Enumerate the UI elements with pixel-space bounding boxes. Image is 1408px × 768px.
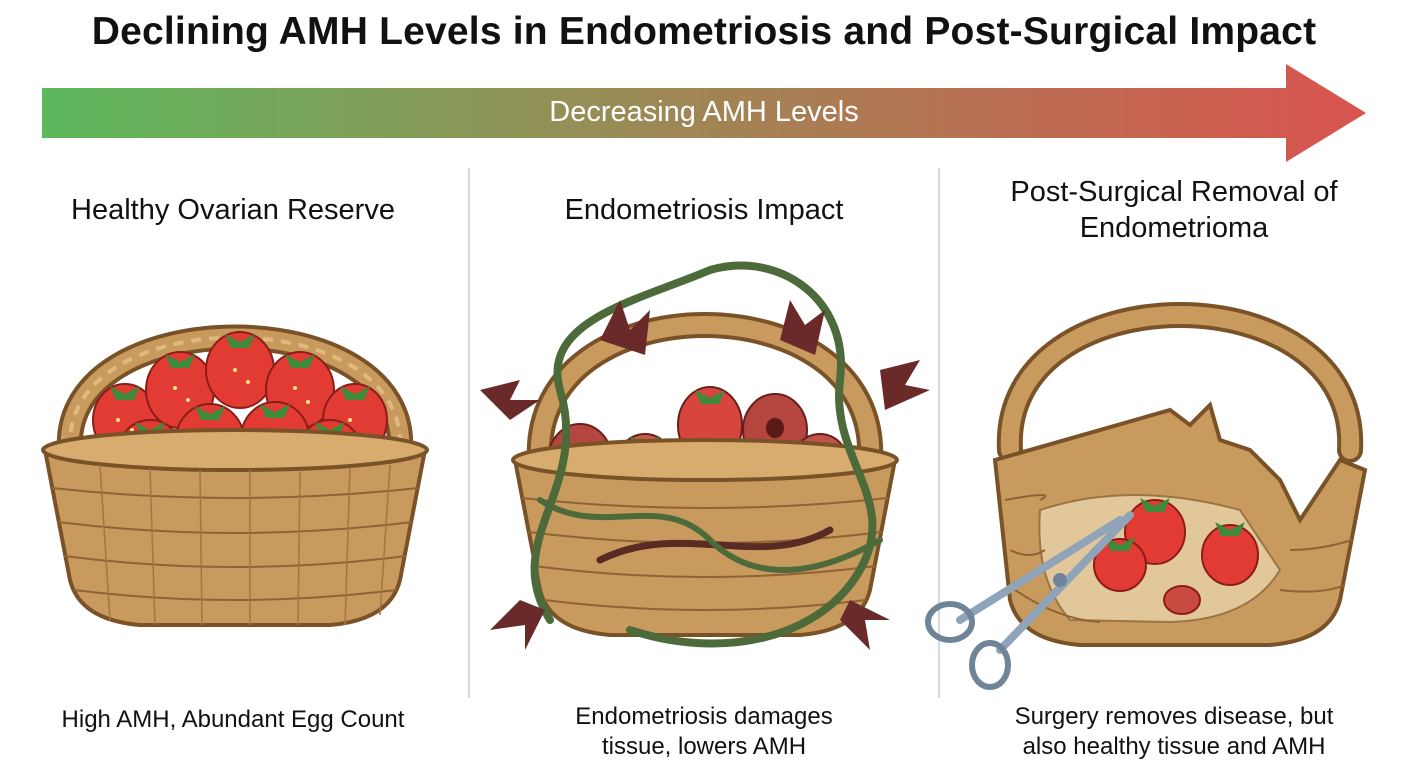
caption-healthy: High AMH, Abundant Egg Count bbox=[0, 705, 466, 735]
scissors-icon bbox=[925, 511, 1134, 690]
panel-title-healthy: Healthy Ovarian Reserve bbox=[71, 194, 395, 226]
dark-leaves bbox=[480, 300, 930, 650]
endometriosis-basket-illustration bbox=[480, 261, 930, 650]
caption-post-surgical: Surgery removes disease, but also health… bbox=[940, 702, 1408, 762]
caption-endometriosis-line2: tissue, lowers AMH bbox=[601, 733, 807, 760]
caption-post-surgical-line2: also healthy tissue and AMH bbox=[1022, 733, 1326, 760]
panel-title-post-surgical: Post-Surgical Removal of Endometrioma bbox=[940, 174, 1408, 246]
caption-post-surgical-line1: Surgery removes disease, but bbox=[1014, 703, 1334, 730]
caption-healthy-line1: High AMH, Abundant Egg Count bbox=[61, 706, 405, 733]
page-title: Declining AMH Levels in Endometriosis an… bbox=[91, 10, 1317, 53]
healthy-basket-illustration bbox=[41, 324, 429, 627]
panel-title-post-surgical-line1: Post-Surgical Removal of bbox=[1010, 176, 1338, 208]
remaining-strawberries bbox=[1093, 498, 1259, 615]
basket-body bbox=[41, 428, 429, 627]
panel-title-endometriosis: Endometriosis Impact bbox=[564, 194, 844, 226]
thorny-vines bbox=[530, 261, 883, 648]
panel-divider-right bbox=[938, 168, 940, 698]
caption-endometriosis-line1: Endometriosis damages bbox=[575, 703, 833, 730]
caption-endometriosis: Endometriosis damages tissue, lowers AMH bbox=[470, 702, 938, 762]
panel-title-post-surgical-line2: Endometrioma bbox=[1079, 212, 1269, 244]
post-surgical-basket-illustration bbox=[925, 302, 1368, 690]
panel-divider-left bbox=[468, 168, 470, 698]
arrow-label: Decreasing AMH Levels bbox=[549, 96, 859, 128]
